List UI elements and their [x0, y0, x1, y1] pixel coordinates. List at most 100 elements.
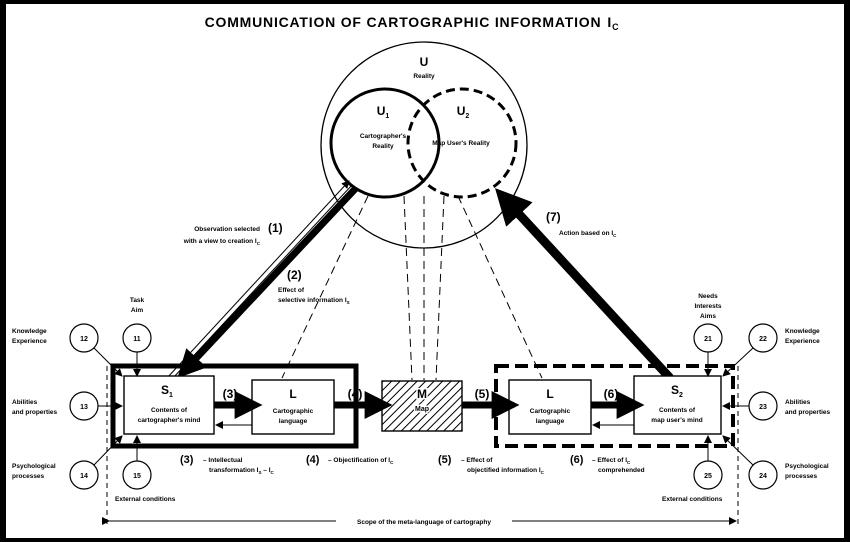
- factor-24-number: 24: [759, 473, 767, 480]
- box-s1: [123, 375, 215, 435]
- box-l2-label: L: [546, 387, 553, 401]
- left-knowledge-1: Knowledge: [12, 328, 47, 335]
- scope-label: Scope of the meta-language of cartograph…: [357, 519, 491, 526]
- box-l1-label: L: [289, 387, 296, 401]
- factor-22-arrow: [722, 347, 754, 377]
- box-s2-line1: Contents of: [659, 407, 696, 414]
- dashed-link-u-map-3: [435, 195, 445, 381]
- box-map-caption: Map: [415, 406, 429, 413]
- left-abilities-1: Abilities: [12, 399, 38, 406]
- left-task-aim-1: Task: [130, 297, 145, 304]
- right-abilities-2: and properties: [785, 409, 831, 416]
- reality-u2-caption: Map User's Reality: [432, 140, 490, 147]
- left-psych-2: processes: [12, 473, 45, 480]
- step-1-text-2: with a view to creation IC: [183, 238, 261, 246]
- right-needs-2: Interests: [694, 303, 721, 310]
- box-l1-line1: Cartographic: [273, 408, 314, 415]
- step-3-number: (3): [223, 387, 238, 401]
- box-l2-line1: Cartographic: [530, 408, 571, 415]
- box-s2-line2: map user's mind: [651, 417, 702, 424]
- step-4-bottom-number: (4): [306, 454, 320, 466]
- right-factors: Needs Interests Aims 21 22 Knowledge Exp…: [662, 293, 831, 503]
- factor-circle-24: [748, 460, 778, 490]
- factor-15-number: 15: [133, 473, 141, 480]
- box-s1-line2: cartographer's mind: [138, 417, 201, 424]
- step-2-number: (2): [287, 268, 302, 282]
- box-map-label: M: [417, 387, 427, 401]
- step-6-text-2: comprehended: [598, 467, 645, 474]
- step-6-number: (6): [604, 387, 619, 401]
- step-6-text-1: – Effect of IC: [592, 457, 631, 465]
- arrow-1-outline-b: [172, 184, 353, 379]
- arrow-1-outline-a: [166, 180, 350, 379]
- factor-23-number: 23: [759, 404, 767, 411]
- factor-circle-14: [69, 460, 99, 490]
- step-5-text-1: – Effect of: [461, 457, 493, 464]
- factor-circle-12: [69, 323, 99, 353]
- reality-u2-circle: [406, 87, 518, 199]
- box-s2-label: S2: [671, 383, 683, 399]
- step-2-text-2: selective information IS: [278, 297, 350, 305]
- step-1-number: (1): [268, 221, 283, 235]
- box-s1-label: S1: [161, 383, 173, 399]
- box-map: [381, 380, 463, 432]
- reality-u1-caption-2: Reality: [372, 143, 394, 150]
- right-abilities-1: Abilities: [785, 399, 811, 406]
- arrow-2-selective-information: [177, 185, 359, 379]
- factor-circle-22: [748, 323, 778, 353]
- factor-14-number: 14: [80, 473, 88, 480]
- step-1-text-1: Observation selected: [194, 226, 260, 233]
- factor-12-arrow: [93, 347, 123, 377]
- factor-11-number: 11: [133, 336, 141, 343]
- step-5-text-2: objectified information IC: [467, 467, 545, 475]
- step-7-text: Action based on IC: [559, 230, 617, 238]
- factor-12-number: 12: [80, 336, 88, 343]
- reality-u1-circle: [329, 87, 441, 199]
- left-factors: Task Aim 11 Knowledge Experience 12 Abil…: [12, 297, 176, 503]
- right-needs-3: Aims: [700, 313, 716, 320]
- step-5-number: (5): [475, 387, 490, 401]
- box-l2: [508, 379, 592, 435]
- step-3-text-2: transformation IS – IC: [209, 467, 275, 475]
- reality-u-caption: Reality: [413, 73, 435, 80]
- step-7-number: (7): [546, 210, 561, 224]
- step-3-bottom-number: (3): [180, 454, 194, 466]
- right-knowledge-1: Knowledge: [785, 328, 820, 335]
- dashed-link-u2-l2: [457, 195, 543, 379]
- arrow-7-action: [495, 188, 674, 382]
- factor-21-number: 21: [704, 336, 712, 343]
- reality-u2-label: U2: [457, 104, 470, 120]
- reality-u1-caption-1: Cartographer's: [360, 133, 407, 140]
- box-s1-line1: Contents of: [151, 407, 188, 414]
- box-s2: [633, 375, 722, 435]
- left-knowledge-2: Experience: [12, 338, 47, 345]
- diagram-title: COMMUNICATION OF CARTOGRAPHIC INFORMATIO…: [205, 14, 620, 32]
- right-external: External conditions: [662, 496, 723, 503]
- factor-13-number: 13: [80, 404, 88, 411]
- box-l1-line2: language: [279, 418, 308, 425]
- right-psych-1: Psychological: [785, 463, 829, 470]
- dashed-link-u-map-1: [403, 195, 413, 381]
- step-2-text-1: Effect of: [278, 287, 305, 294]
- step-5-bottom-number: (5): [438, 454, 452, 466]
- left-external: External conditions: [115, 496, 176, 503]
- factor-25-number: 25: [704, 473, 712, 480]
- step-6-bottom-number: (6): [570, 454, 584, 466]
- factor-22-number: 22: [759, 336, 767, 343]
- step-3-text-1: – Intellectual: [203, 457, 243, 464]
- left-psych-1: Psychological: [12, 463, 56, 470]
- box-l1: [251, 379, 335, 435]
- right-psych-2: processes: [785, 473, 818, 480]
- right-knowledge-2: Experience: [785, 338, 820, 345]
- box-l2-line2: language: [536, 418, 565, 425]
- left-abilities-2: and properties: [12, 409, 58, 416]
- step-4-number: (4): [348, 387, 363, 401]
- step-4-text: – Objectification of IC: [328, 457, 394, 465]
- factor-14-arrow: [93, 435, 123, 466]
- reality-u-label: U: [420, 55, 429, 69]
- left-task-aim-2: Aim: [131, 307, 144, 314]
- reality-u1-label: U1: [377, 104, 390, 120]
- dashed-link-u1-l1: [281, 195, 369, 379]
